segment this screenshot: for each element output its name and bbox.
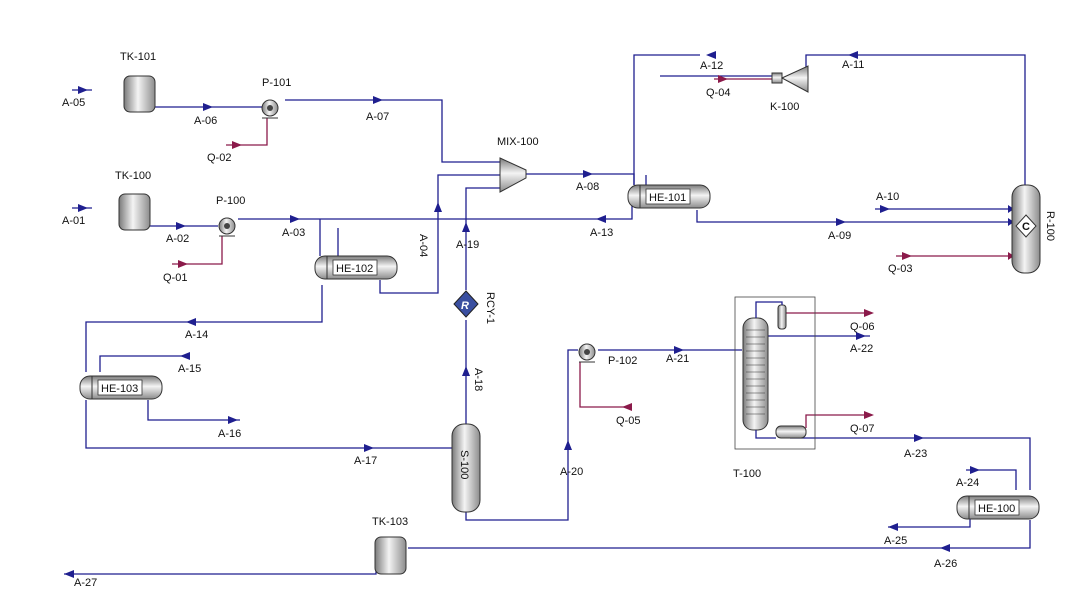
stream-label[interactable]: A-10: [876, 191, 899, 203]
stream-label[interactable]: A-26: [934, 558, 957, 570]
stream-label[interactable]: A-03: [282, 227, 305, 239]
tk-103-label: TK-103: [372, 516, 408, 528]
material-streams: [64, 54, 1031, 575]
stream-label[interactable]: A-05: [62, 97, 85, 109]
k-100-label: K-100: [770, 101, 799, 113]
heat-exchanger-he-100[interactable]: HE-100: [956, 495, 1040, 520]
energy-label[interactable]: Q-06: [850, 321, 874, 333]
stream-arrows: [64, 51, 1014, 578]
he-103-label: HE-103: [101, 383, 138, 395]
separator-s-100[interactable]: S-100: [451, 423, 481, 513]
stream-label[interactable]: A-13: [590, 227, 613, 239]
stream-label[interactable]: A-02: [166, 233, 189, 245]
mixer-mix-100[interactable]: MIX-100: [497, 136, 539, 193]
stream-label[interactable]: A-20: [560, 466, 583, 478]
heat-exchanger-he-102[interactable]: HE-102: [314, 255, 398, 280]
stream-label[interactable]: A-09: [828, 230, 851, 242]
stream-label[interactable]: A-08: [576, 181, 599, 193]
rcy-1-label: RCY-1: [484, 292, 496, 324]
column-t-100[interactable]: T-100: [733, 296, 816, 480]
tk-100-label: TK-100: [115, 170, 151, 182]
heat-exchanger-he-103[interactable]: HE-103: [79, 375, 163, 400]
tk-101-label: TK-101: [120, 51, 156, 63]
reactor-r-100[interactable]: C R-100: [1011, 184, 1056, 274]
p-100-label: P-100: [216, 195, 245, 207]
s-100-label: S-100: [458, 450, 470, 479]
stream-labels: A-05 A-06 A-07 A-01 A-02 A-03 A-04 A-19 …: [62, 59, 979, 589]
p-101-label: P-101: [262, 77, 291, 89]
stream-label[interactable]: A-24: [956, 477, 979, 489]
stream-label[interactable]: A-25: [884, 535, 907, 547]
stream-label[interactable]: A-19: [456, 239, 479, 251]
energy-label[interactable]: Q-02: [207, 152, 231, 164]
reactor-symbol: C: [1022, 221, 1030, 233]
r-100-label: R-100: [1044, 211, 1056, 241]
he-102-label: HE-102: [336, 263, 373, 275]
energy-label[interactable]: Q-01: [163, 272, 187, 284]
stream-label[interactable]: A-23: [904, 448, 927, 460]
p-102-label: P-102: [608, 355, 637, 367]
stream-label[interactable]: A-04: [417, 234, 429, 257]
energy-label[interactable]: Q-03: [888, 263, 912, 275]
tank-tk-103[interactable]: TK-103: [372, 516, 408, 575]
tank-tk-100[interactable]: TK-100: [115, 170, 151, 231]
stream-label[interactable]: A-06: [194, 115, 217, 127]
stream-label[interactable]: A-12: [700, 60, 723, 72]
stream-label[interactable]: A-07: [366, 111, 389, 123]
stream-label[interactable]: A-18: [472, 368, 484, 391]
energy-label[interactable]: Q-04: [706, 87, 730, 99]
heat-exchanger-he-101[interactable]: HE-101: [627, 184, 711, 209]
recycle-rcy-1[interactable]: R RCY-1: [453, 290, 496, 324]
energy-label[interactable]: Q-05: [616, 415, 640, 427]
pump-p-100[interactable]: P-100: [216, 195, 245, 237]
stream-label[interactable]: A-01: [62, 215, 85, 227]
energy-label[interactable]: Q-07: [850, 423, 874, 435]
recycle-symbol: R: [461, 300, 469, 312]
energy-labels: Q-02 Q-01 Q-03 Q-04 Q-05 Q-06 Q-07: [163, 87, 912, 435]
tank-tk-101[interactable]: TK-101: [120, 51, 156, 113]
t-100-label: T-100: [733, 468, 761, 480]
compressor-k-100[interactable]: K-100: [770, 65, 809, 113]
stream-label[interactable]: A-21: [666, 353, 689, 365]
pump-p-101[interactable]: P-101: [261, 77, 291, 119]
stream-label[interactable]: A-11: [842, 59, 864, 71]
pump-p-102[interactable]: P-102: [578, 343, 637, 367]
stream-label[interactable]: A-16: [218, 428, 241, 440]
energy-streams: [172, 78, 1012, 428]
he-100-label: HE-100: [978, 503, 1015, 515]
stream-label[interactable]: A-22: [850, 343, 873, 355]
stream-label[interactable]: A-27: [74, 577, 97, 589]
stream-label[interactable]: A-14: [185, 329, 208, 341]
mix-100-label: MIX-100: [497, 136, 539, 148]
stream-label[interactable]: A-17: [354, 455, 377, 467]
stream-label[interactable]: A-15: [178, 363, 201, 375]
he-101-label: HE-101: [649, 192, 686, 204]
